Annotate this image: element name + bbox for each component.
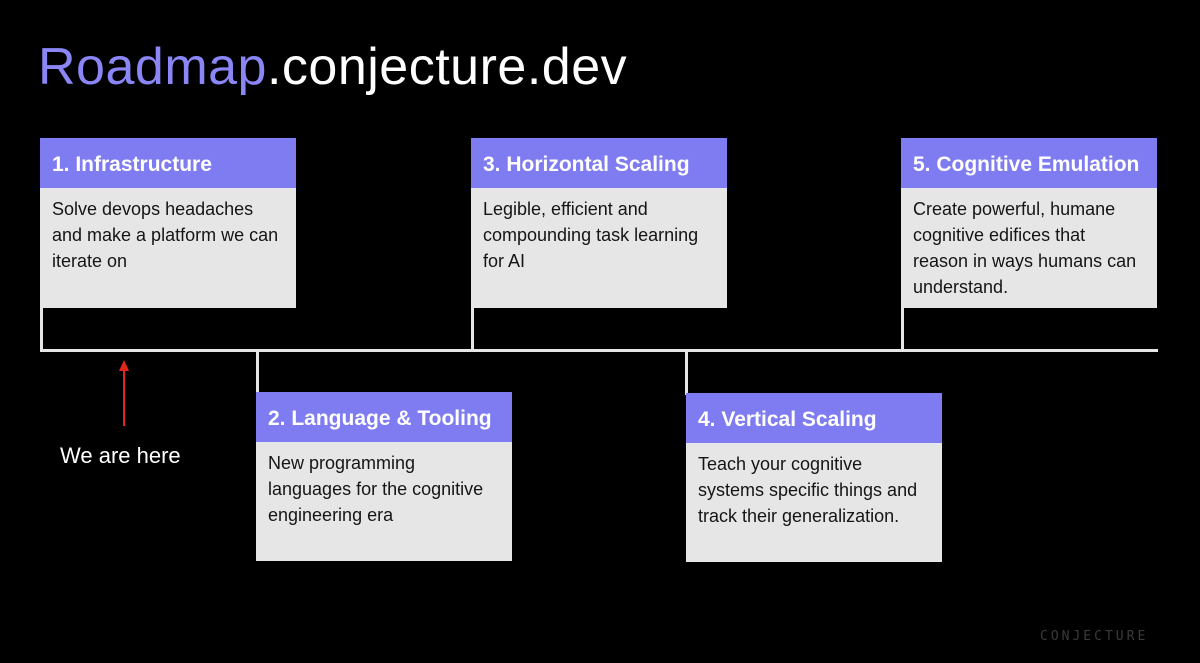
- connector-step-3: [471, 306, 474, 352]
- roadmap-card-4: 4. Vertical Scaling Teach your cognitive…: [686, 393, 942, 562]
- timeline-axis: [40, 349, 1158, 352]
- card-heading: 5. Cognitive Emulation: [901, 138, 1157, 188]
- roadmap-card-5: 5. Cognitive Emulation Create powerful, …: [901, 138, 1157, 308]
- roadmap-card-2: 2. Language & Tooling New programming la…: [256, 392, 512, 561]
- connector-step-4: [685, 349, 688, 395]
- brand-logo: CONJECTURE: [1040, 629, 1149, 644]
- marker-arrow-shaft: [123, 370, 125, 426]
- current-position-label: We are here: [60, 443, 181, 468]
- connector-step-5: [901, 306, 904, 352]
- title-accent: Roadmap: [38, 38, 267, 96]
- card-body: Create powerful, humane cognitive edific…: [913, 199, 1137, 297]
- page-title: Roadmap.conjecture.dev: [38, 36, 627, 98]
- roadmap-card-1: 1. Infrastructure Solve devops headaches…: [40, 138, 296, 308]
- card-body: Legible, efficient and compounding task …: [483, 199, 699, 271]
- connector-step-1: [40, 306, 43, 352]
- card-heading: 2. Language & Tooling: [256, 392, 512, 442]
- arrow-up-icon: [119, 360, 129, 371]
- card-heading: 3. Horizontal Scaling: [471, 138, 727, 188]
- card-body: Solve devops headaches and make a platfo…: [52, 199, 279, 271]
- card-heading: 4. Vertical Scaling: [686, 393, 942, 443]
- card-heading: 1. Infrastructure: [40, 138, 296, 188]
- card-body: Teach your cognitive systems specific th…: [698, 454, 918, 526]
- card-body: New programming languages for the cognit…: [268, 453, 484, 525]
- roadmap-card-3: 3. Horizontal Scaling Legible, efficient…: [471, 138, 727, 308]
- title-rest: .conjecture.dev: [266, 38, 628, 96]
- connector-step-2: [256, 349, 259, 395]
